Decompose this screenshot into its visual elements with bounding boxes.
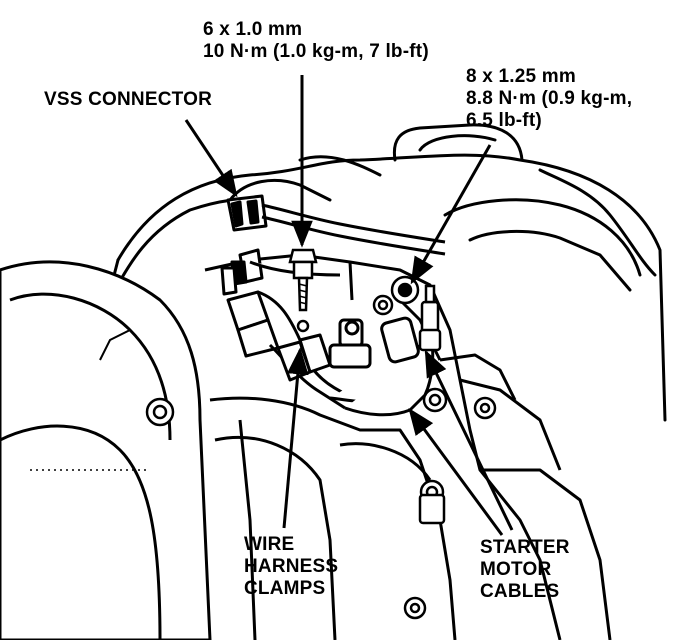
mounting-bolts xyxy=(145,387,497,620)
bolt-small-torque: 10 N·m (1.0 kg-m, 7 lb-ft) xyxy=(203,41,429,62)
bolt-large-size: 8 x 1.25 mm xyxy=(466,66,576,87)
vss-connector-assembly xyxy=(220,194,446,296)
bolt-small-callout: 6 x 1.0 mm 10 N·m (1.0 kg-m, 7 lb-ft) xyxy=(203,19,429,63)
nut-8mm xyxy=(372,275,420,316)
bolt-large-torque-2: 6.5 lb-ft) xyxy=(466,110,542,131)
wire-harness-clamps-label: WIRE HARNESS CLAMPS xyxy=(244,534,339,599)
starter-arrow-2 xyxy=(408,407,504,536)
bolt-large-callout: 8 x 1.25 mm 8.8 N·m (0.9 kg-m, 6.5 lb-ft… xyxy=(466,66,632,132)
wire-harness xyxy=(226,290,435,417)
bolt-large-torque-1: 8.8 N·m (0.9 kg-m, xyxy=(466,88,633,109)
bolt-large-arrow xyxy=(410,144,492,285)
wire-clamp-arrow xyxy=(282,347,309,529)
vss-arrow xyxy=(184,119,238,198)
starter-arrow-1 xyxy=(424,349,514,531)
starter-motor-cables-label: STARTER MOTOR CABLES xyxy=(480,537,570,602)
bolt-6mm xyxy=(288,248,318,333)
vss-connector-label: VSS CONNECTOR xyxy=(44,89,212,110)
housing-shadow xyxy=(0,260,212,640)
starter-terminal xyxy=(418,284,442,352)
leader-arrows xyxy=(184,75,514,536)
bolt-small-size: 6 x 1.0 mm xyxy=(203,19,303,40)
